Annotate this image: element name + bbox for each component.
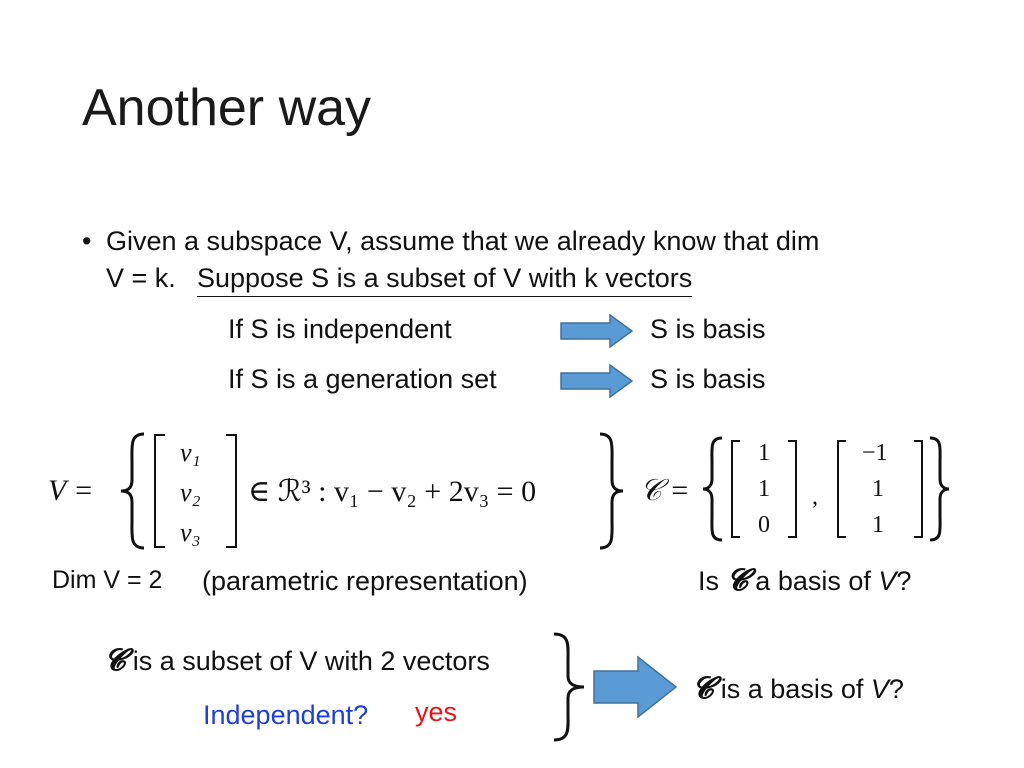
vector1-entry-1: 1 [758,440,770,466]
result-space: V [870,674,889,704]
vector-separator: , [812,484,818,510]
vector2-entry-3: 1 [872,512,884,538]
question-space: V [878,566,897,596]
bullet-line-2-prefix: V = k. [106,263,176,293]
vector2-entry-2: 1 [872,476,884,502]
right-bracket [914,440,923,538]
left-bracket [154,434,165,548]
result-middle: is a basis of [720,674,864,704]
independent-label: Independent? [203,700,369,730]
answer-yes: yes [415,697,458,727]
dim-label: Dim V = 2 [52,566,163,594]
left-bracket [837,440,846,538]
left-brace [120,432,145,550]
right-brace [553,632,585,742]
vector1-entry-2: 1 [758,476,770,502]
right-brace [599,432,624,550]
right-bracket [226,434,237,548]
param-label: (parametric representation) [202,566,528,596]
script-c-symbol: 𝓒 [692,671,714,706]
vector1-entry-3: 0 [758,512,770,538]
vector-entry-v1: v₁ [180,438,201,467]
vector-entry-v2: v₂ [180,478,201,507]
implication-conclusion-2: S is basis [650,364,766,394]
slide-title: Another way [82,79,372,137]
question-middle: a basis of [755,566,871,596]
question-suffix: ? [896,566,912,596]
right-arrow-icon [593,655,678,719]
right-arrow-icon [560,314,634,348]
subset-statement: 𝓒 is a subset of V with 2 vectors [104,643,490,678]
right-bracket [788,440,797,538]
implication-premise-1: If S is independent [228,314,452,344]
equation-c-lhs: 𝒞 = [640,474,690,507]
bullet-line-1: Given a subspace V, assume that we alrea… [106,226,820,256]
basis-question: Is 𝓒 a basis of V? [698,563,911,598]
question-prefix: Is [698,566,720,596]
equation-v-condition: ∈ ℛ³ : v₁ − v₂ + 2v₃ = 0 [248,475,537,508]
script-c-symbol: 𝓒 [104,643,126,678]
left-bracket [731,440,740,538]
left-brace [702,436,723,542]
result-suffix: ? [888,674,904,704]
equation-v-lhs: V = [48,474,94,507]
subset-text: is a subset of V with 2 vectors [132,646,490,676]
script-c-symbol: 𝓒 [726,563,748,598]
right-arrow-icon [560,364,634,398]
vector2-entry-1: −1 [862,440,888,466]
right-brace [929,436,950,542]
bullet-dot: • [82,226,92,256]
implication-conclusion-1: S is basis [650,314,766,344]
bullet-line-2-underlined: Suppose S is a subset of V with k vector… [197,263,693,297]
implication-premise-2: If S is a generation set [228,364,497,394]
conclusion-statement: 𝓒 is a basis of V? [692,671,904,706]
vector-entry-v3: v₃ [180,518,201,547]
